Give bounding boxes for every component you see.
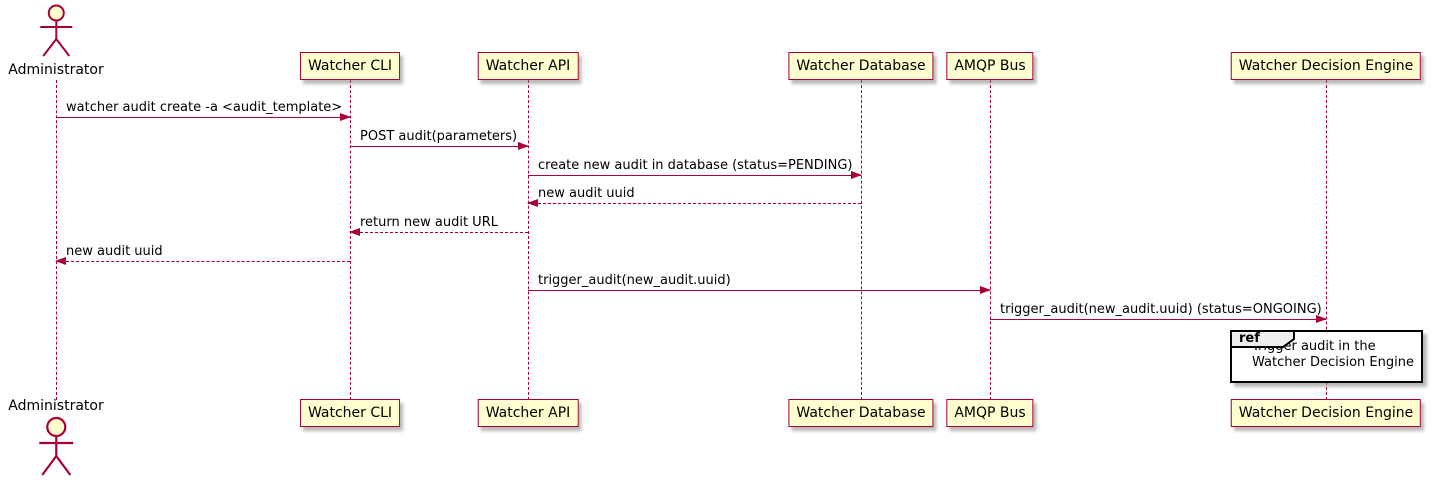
message-create-new-audit: create new audit in database (status=PEN… xyxy=(528,158,862,179)
participant-watcher-cli-top: Watcher CLI xyxy=(299,52,401,80)
participant-amqp-bus-top: AMQP Bus xyxy=(946,52,1034,80)
message-arrow xyxy=(350,142,529,150)
message-label: trigger_audit(new_audit.uuid) xyxy=(538,273,731,288)
message-post-audit: POST audit(parameters) xyxy=(350,129,529,150)
ref-text-line: Watcher Decision Engine xyxy=(1252,355,1414,370)
message-arrow xyxy=(55,257,350,265)
arrowhead-left-icon xyxy=(527,199,538,207)
arrowhead-right-icon xyxy=(851,171,862,179)
message-label: watcher audit create -a <audit_template> xyxy=(66,100,343,115)
stick-figure-icon xyxy=(39,416,73,476)
arrowhead-left-icon xyxy=(349,228,360,236)
message-arrow xyxy=(528,171,862,179)
message-arrow xyxy=(527,199,861,207)
message-trigger-audit: trigger_audit(new_audit.uuid) xyxy=(528,273,991,294)
message-trigger-audit-ongoing: trigger_audit(new_audit.uuid) (status=ON… xyxy=(990,302,1327,323)
participant-amqp-bus-bottom: AMQP Bus xyxy=(946,399,1034,427)
lifeline-administrator xyxy=(56,80,57,400)
message-label: new audit uuid xyxy=(66,244,163,259)
lifeline-watcher-decision-engine xyxy=(1326,80,1327,400)
ref-keyword: ref xyxy=(1239,331,1260,346)
message-new-audit-uuid-return: new audit uuid xyxy=(527,186,861,207)
arrowhead-right-icon xyxy=(1316,315,1327,323)
message-arrow xyxy=(349,228,528,236)
message-label: return new audit URL xyxy=(360,215,498,230)
message-arrow xyxy=(990,315,1327,323)
ref-tab: ref xyxy=(1230,330,1296,348)
ref-pentagon-icon xyxy=(1230,330,1295,348)
participant-watcher-database-bottom: Watcher Database xyxy=(788,399,934,427)
ref-fragment: ref Trigger audit in the Watcher Decisio… xyxy=(1230,330,1423,383)
arrowhead-right-icon xyxy=(518,142,529,150)
actor-label: Administrator xyxy=(8,62,104,78)
message-label: new audit uuid xyxy=(538,186,635,201)
arrowhead-right-icon xyxy=(980,286,991,294)
message-arrow xyxy=(56,113,351,121)
participant-watcher-api-top: Watcher API xyxy=(477,52,579,80)
lifeline-amqp-bus xyxy=(990,80,991,400)
actor-administrator-bottom: Administrator xyxy=(8,398,104,480)
participant-watcher-decision-engine-top: Watcher Decision Engine xyxy=(1230,52,1422,80)
participant-watcher-cli-bottom: Watcher CLI xyxy=(299,399,401,427)
arrowhead-right-icon xyxy=(340,113,351,121)
lifeline-watcher-database xyxy=(861,80,862,400)
lifeline-watcher-api xyxy=(528,80,529,400)
lifeline-watcher-cli xyxy=(350,80,351,400)
stick-figure-icon xyxy=(40,4,72,57)
participant-watcher-api-bottom: Watcher API xyxy=(477,399,579,427)
message-label: trigger_audit(new_audit.uuid) (status=ON… xyxy=(1000,302,1322,317)
message-return-new-audit-url: return new audit URL xyxy=(349,215,528,236)
participant-watcher-decision-engine-bottom: Watcher Decision Engine xyxy=(1230,399,1422,427)
actor-label: Administrator xyxy=(8,398,104,414)
participant-watcher-database-top: Watcher Database xyxy=(788,52,934,80)
message-label: create new audit in database (status=PEN… xyxy=(538,158,853,173)
message-new-audit-uuid-to-admin: new audit uuid xyxy=(55,244,350,265)
arrowhead-left-icon xyxy=(55,257,66,265)
message-label: POST audit(parameters) xyxy=(360,129,518,144)
message-arrow xyxy=(528,286,991,294)
actor-administrator-top: Administrator xyxy=(8,4,104,78)
message-watcher-audit-create: watcher audit create -a <audit_template> xyxy=(56,100,351,121)
